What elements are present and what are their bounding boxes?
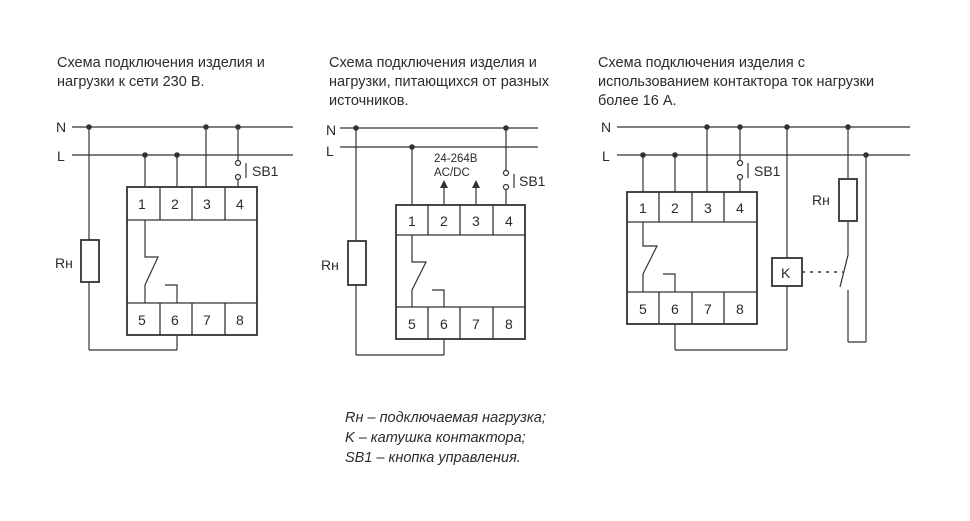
terminal-8: 8 xyxy=(736,301,744,317)
terminal-2: 2 xyxy=(440,213,448,229)
terminal-1: 1 xyxy=(138,196,146,212)
terminal-6: 6 xyxy=(171,312,179,328)
terminal-1: 1 xyxy=(639,200,647,216)
terminal-2: 2 xyxy=(171,196,179,212)
button-contact xyxy=(234,159,242,167)
caption-line: нагрузки, питающихся от разных xyxy=(329,74,549,90)
terminal-7: 7 xyxy=(704,301,712,317)
terminal-7: 7 xyxy=(472,316,480,332)
terminal-8: 8 xyxy=(505,316,513,332)
line-label: L xyxy=(57,148,65,164)
line-label: L xyxy=(602,148,610,164)
load-label: Rн xyxy=(812,192,830,208)
load-resistor xyxy=(347,240,367,286)
terminal-6: 6 xyxy=(671,301,679,317)
legend-item: SB1 – кнопка управления. xyxy=(345,450,521,466)
caption-line: источников. xyxy=(329,93,409,109)
caption-scheme-3: Схема подключения изделия с использовани… xyxy=(598,54,874,111)
legend: Rн – подключаемая нагрузка; K – катушка … xyxy=(345,408,546,468)
terminal-4: 4 xyxy=(505,213,513,229)
terminal-5: 5 xyxy=(138,312,146,328)
terminal-3: 3 xyxy=(704,200,712,216)
contactor-contact xyxy=(839,254,849,288)
legend-item: Rн – подключаемая нагрузка; xyxy=(345,410,546,426)
caption-line: использованием контактора ток нагрузки xyxy=(598,74,875,90)
caption-line: Схема подключения изделия и xyxy=(329,55,537,71)
terminal-5: 5 xyxy=(639,301,647,317)
caption-line: более 16 А. xyxy=(598,93,677,109)
button-label: SB1 xyxy=(519,173,546,189)
terminal-4: 4 xyxy=(736,200,744,216)
load-label: Rн xyxy=(55,255,73,271)
coil-label: K xyxy=(781,265,791,281)
neutral-label: N xyxy=(601,119,611,135)
relay-contact xyxy=(144,220,159,303)
terminal-3: 3 xyxy=(203,196,211,212)
load-resistor xyxy=(80,239,100,283)
button-contact xyxy=(234,173,242,181)
scheme-3: N L SB1 1 2 3 4 5 6 7 xyxy=(601,119,910,351)
button-label: SB1 xyxy=(252,163,279,179)
terminal-8: 8 xyxy=(236,312,244,328)
relay-contact xyxy=(411,235,427,307)
caption-scheme-2: Схема подключения изделия и нагрузки, пи… xyxy=(329,54,549,111)
scheme-1: N L SB1 Rн 1 2 xyxy=(55,119,293,351)
line-label: L xyxy=(326,143,334,159)
caption-line: нагрузки к сети 230 В. xyxy=(57,74,205,90)
terminal-5: 5 xyxy=(408,316,416,332)
neutral-label: N xyxy=(56,119,66,135)
terminal-2: 2 xyxy=(671,200,679,216)
caption-line: Схема подключения изделия и xyxy=(57,55,265,71)
terminal-3: 3 xyxy=(472,213,480,229)
terminal-6: 6 xyxy=(440,316,448,332)
legend-item: K – катушка контактора; xyxy=(345,430,526,446)
caption-line: Схема подключения изделия с xyxy=(598,55,806,71)
terminal-1: 1 xyxy=(408,213,416,229)
terminal-7: 7 xyxy=(203,312,211,328)
button-label: SB1 xyxy=(754,163,781,179)
relay-contact xyxy=(642,222,658,292)
scheme-2: N L SB1 24-264В AC/DC Rн xyxy=(321,122,546,356)
load-resistor xyxy=(838,178,858,222)
supply-voltage-label: 24-264В xyxy=(434,153,478,165)
terminal-4: 4 xyxy=(236,196,244,212)
caption-scheme-1: Схема подключения изделия и нагрузки к с… xyxy=(57,54,265,92)
load-label: Rн xyxy=(321,257,339,273)
neutral-label: N xyxy=(326,122,336,138)
supply-type-label: AC/DC xyxy=(434,167,470,179)
